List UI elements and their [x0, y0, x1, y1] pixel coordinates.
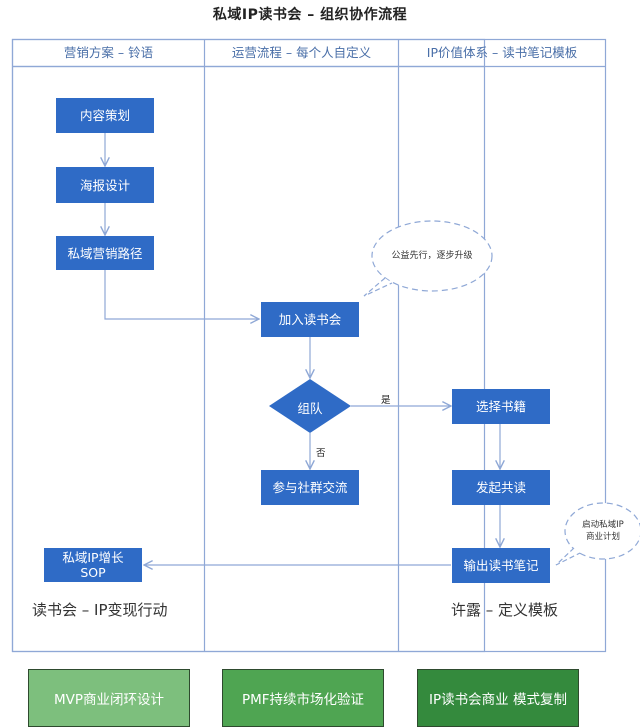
lane-header-operations: 运营流程 – 每个人自定义	[231, 45, 372, 60]
swimlane-frame-outer	[11, 38, 607, 653]
node-growth-sop[interactable]: 私域IP增长 SOP	[44, 548, 142, 582]
edge-label-no: 否	[316, 448, 326, 459]
edge-label-yes: 是	[381, 395, 391, 406]
lane-footer-marketing: 读书会 – IP变现行动	[32, 601, 168, 619]
diagram-title: 私域IP读书会 – 组织协作流程	[212, 7, 408, 23]
decision-label-team-up: 组队	[297, 401, 323, 416]
node-start-coreading[interactable]: 发起共读	[452, 470, 550, 505]
phase-mvp: MVP商业闭环设计	[28, 669, 190, 727]
node-poster-design[interactable]: 海报设计	[56, 167, 154, 203]
callout-tail-1	[363, 277, 393, 297]
callout-tail-2	[555, 547, 581, 566]
callout-text-welfare-first: 公益先行，逐步升级	[391, 251, 473, 261]
callout-bubble-2	[564, 502, 640, 560]
phase-pmf: PMF持续市场化验证	[222, 669, 384, 727]
node-growth-sop-line2: SOP	[80, 565, 106, 580]
callout-launch-line1: 启动私域IP	[582, 520, 624, 530]
node-select-books[interactable]: 选择书籍	[452, 389, 550, 424]
node-join-reading-club[interactable]: 加入读书会	[261, 302, 359, 337]
node-growth-sop-line1: 私域IP增长	[62, 550, 124, 565]
phase-replicate: IP读书会商业 模式复制	[417, 669, 579, 727]
decision-diamond[interactable]	[269, 379, 351, 433]
callout-text-launch-plan: 启动私域IP 商业计划	[568, 519, 638, 543]
node-private-marketing-path[interactable]: 私域营销路径	[56, 236, 154, 270]
lane-header-ip-value: IP价值体系 – 读书笔记模板	[426, 45, 578, 60]
lane-header-marketing: 营销方案 – 铃语	[63, 45, 154, 60]
node-content-planning[interactable]: 内容策划	[56, 98, 154, 133]
callout-launch-line2: 商业计划	[585, 532, 620, 542]
lane-footer-ip-value: 许露 – 定义模板	[451, 601, 559, 619]
node-output-notes[interactable]: 输出读书笔记	[452, 548, 550, 583]
callout-bubble-1	[371, 220, 493, 292]
edge-path-to-join	[104, 270, 259, 319]
node-community-exchange[interactable]: 参与社群交流	[261, 470, 359, 505]
